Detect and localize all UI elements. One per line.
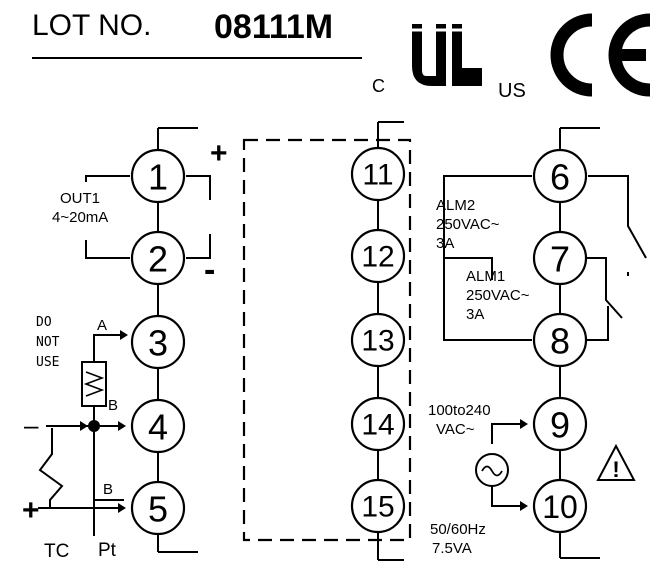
lot-label: LOT NO. [32, 9, 151, 42]
alm1-current: 3A [466, 306, 484, 323]
svg-text:7: 7 [550, 239, 570, 280]
terminal-14: 14 [350, 396, 406, 452]
svg-text:2: 2 [148, 239, 168, 280]
thermocouple-icon [38, 428, 64, 508]
terminal-2: 2 [130, 230, 186, 286]
lot-number: 08111M [214, 8, 333, 46]
pin-b-label-top: B [108, 397, 118, 414]
terminal-11: 11 [350, 146, 406, 202]
svg-text:14: 14 [361, 409, 394, 442]
ul-us-label: US [498, 80, 526, 102]
svg-text:5: 5 [148, 489, 168, 530]
out1-plus: + [210, 137, 228, 170]
tc-label: TC [44, 541, 69, 562]
out1-minus: - [204, 251, 215, 289]
pin-a-label: A [97, 317, 107, 334]
power-voltage-line1: 100to240 [428, 402, 491, 419]
power-frequency: 50/60Hz [430, 521, 486, 538]
do-not-use-line2: NOT [36, 335, 60, 350]
out1-label: OUT1 [60, 190, 100, 207]
svg-text:1: 1 [148, 157, 168, 198]
out1-range: 4~20mA [52, 209, 108, 226]
terminal-13: 13 [350, 312, 406, 368]
terminal-6: 6 [532, 148, 588, 204]
do-not-use-line1: DO [36, 315, 52, 330]
power-rating: 7.5VA [432, 540, 472, 557]
svg-text:4: 4 [148, 407, 168, 448]
terminal-5: 5 [130, 480, 186, 536]
alm2-current: 3A [436, 235, 454, 252]
svg-text:6: 6 [550, 157, 570, 198]
warning-icon: ! [596, 443, 636, 482]
alm2-label: ALM2 [436, 197, 475, 214]
tc-plus-sign: + [22, 494, 40, 527]
svg-text:!: ! [612, 457, 619, 482]
terminal-8: 8 [532, 312, 588, 368]
terminal-9: 9 [532, 396, 588, 452]
power-voltage-line2: VAC~ [436, 421, 475, 438]
pt-label: Pt [98, 540, 117, 561]
alm1-label: ALM1 [466, 268, 505, 285]
svg-text:15: 15 [361, 491, 394, 524]
ul-recognized-logo [404, 24, 492, 86]
pin-b-label-bottom: B [103, 481, 113, 498]
svg-text:8: 8 [550, 321, 570, 362]
svg-text:12: 12 [361, 241, 394, 274]
ce-mark [550, 13, 651, 97]
ul-c-label: C [372, 76, 385, 96]
svg-text:13: 13 [361, 325, 394, 358]
terminal-4: 4 [130, 398, 186, 454]
terminal-15: 15 [350, 478, 406, 534]
terminal-12: 12 [350, 228, 406, 284]
terminal-7: 7 [532, 230, 588, 286]
alm1-rating: 250VAC~ [466, 287, 530, 304]
terminal-10: 10 [532, 478, 588, 534]
terminal-1: 1 [130, 148, 186, 204]
svg-text:10: 10 [542, 489, 578, 525]
svg-text:3: 3 [148, 323, 168, 364]
do-not-use-line3: USE [36, 355, 59, 370]
unused-terminal-block [242, 138, 412, 542]
alm2-rating: 250VAC~ [436, 216, 500, 233]
svg-text:9: 9 [550, 405, 570, 446]
terminal-3: 3 [130, 314, 186, 370]
tc-minus-sign: – [24, 410, 39, 440]
svg-text:11: 11 [362, 159, 393, 192]
